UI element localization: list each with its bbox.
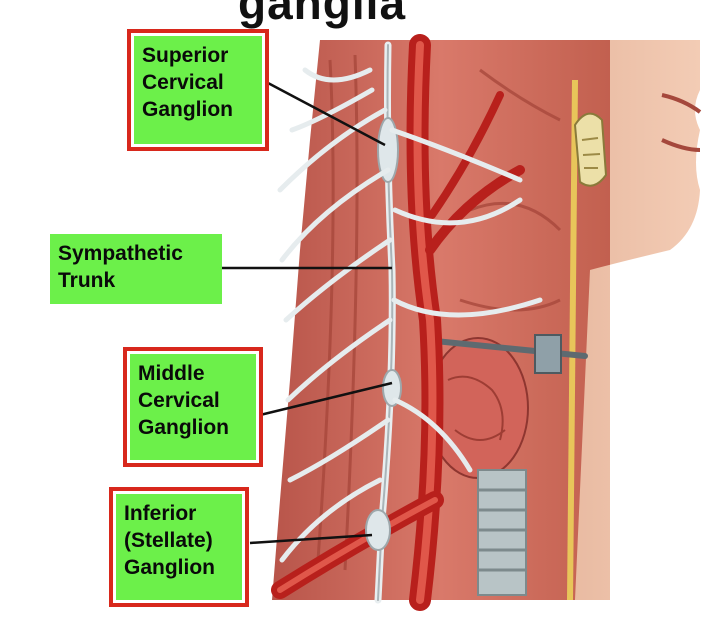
label-line: Trunk bbox=[58, 267, 214, 294]
label-sympathetic-trunk: Sympathetic Trunk bbox=[50, 234, 222, 304]
label-superior-cervical-ganglion: Superior Cervical Ganglion bbox=[134, 36, 262, 144]
label-line: Middle bbox=[138, 360, 248, 387]
label-line: Superior bbox=[142, 42, 254, 69]
label-inferior-stellate-ganglion: Inferior (Stellate) Ganglion bbox=[116, 494, 242, 600]
label-line: Ganglion bbox=[142, 96, 254, 123]
label-line: Cervical bbox=[138, 387, 248, 414]
label-line: Inferior bbox=[124, 500, 234, 527]
label-line: Ganglion bbox=[138, 414, 248, 441]
label-line: Cervical bbox=[142, 69, 254, 96]
label-middle-cervical-ganglion: Middle Cervical Ganglion bbox=[130, 354, 256, 460]
label-line: (Stellate) bbox=[124, 527, 234, 554]
trachea bbox=[478, 470, 526, 595]
mandible-bone bbox=[575, 114, 606, 186]
label-line: Ganglion bbox=[124, 554, 234, 581]
label-line: Sympathetic bbox=[58, 240, 214, 267]
